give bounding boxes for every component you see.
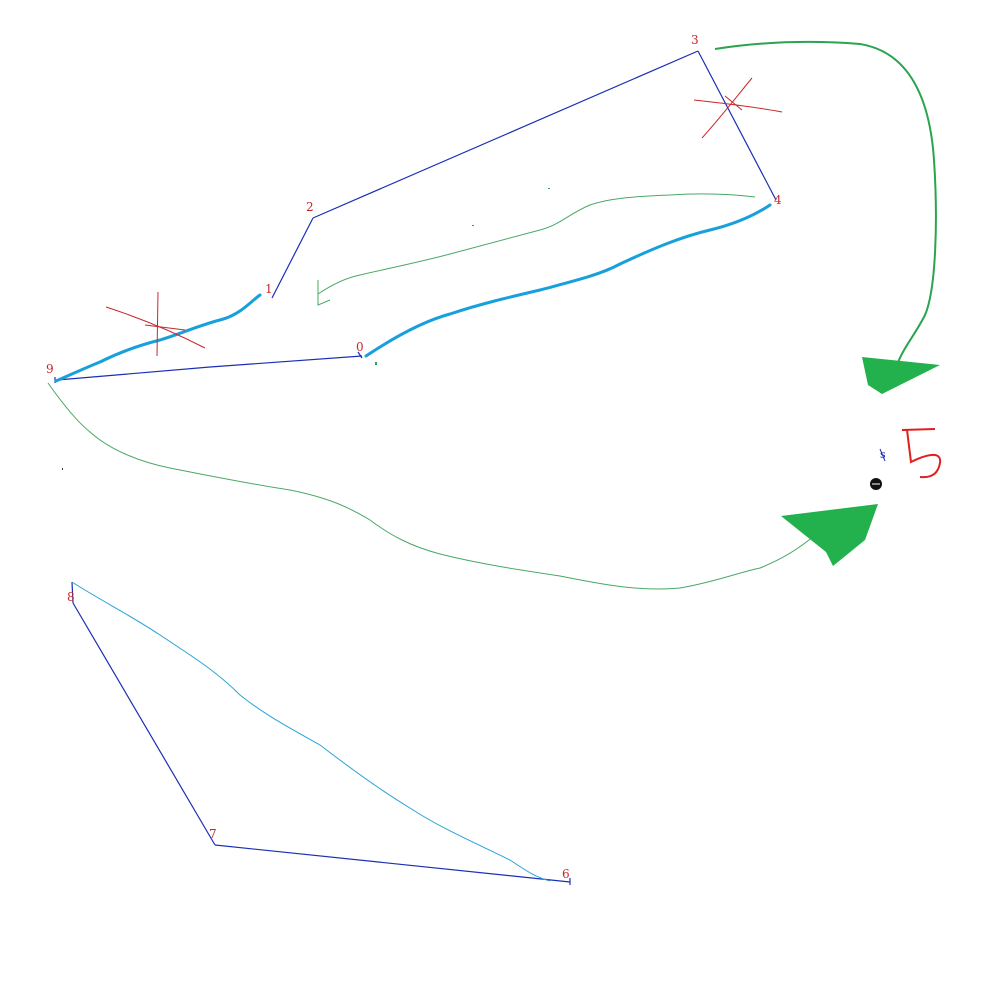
edge-7-6 [214,844,571,883]
vertex-labels: 0 1 2 3 4 6 7 8 9 [46,33,782,881]
vertex-0-tick [357,351,363,359]
small-blue-stroke [879,448,886,462]
vertex-label-6: 6 [562,867,570,881]
lower-polygon [71,581,571,885]
stray-specks [62,188,550,470]
vertex-label-9: 9 [46,362,54,376]
highlight-9-1 [54,293,262,383]
highlight-strokes [54,203,772,383]
green-inner-stroke [317,193,756,306]
red-cross-icon [693,77,783,139]
vertex-8-tick [71,581,74,604]
triangle-arrowhead-icon [862,357,940,394]
edge-1-2 [271,217,314,299]
small-s-label: s [880,448,886,461]
triangle-arrowhead-icon [781,504,878,566]
vertex-label-4: 4 [774,193,782,207]
vertex-label-8: 8 [67,590,75,604]
upper-polygon [54,50,777,383]
handwritten-5 [901,428,942,479]
vertex-label-3: 3 [691,33,699,47]
vertex-label-0: 0 [356,340,364,354]
edge-3-4 [697,50,777,201]
vertex-label-2: 2 [306,200,314,214]
green-arrow-lower [47,382,816,590]
green-arrow-right [714,40,937,366]
vertex-label-1: 1 [265,282,273,296]
edge-2-3 [312,50,699,219]
red-cross-icon [105,291,206,357]
edge-8-7 [72,602,216,846]
lightblue-return-stroke [71,581,551,882]
highlight-0-4 [364,203,772,358]
vertex-label-7: 7 [209,827,217,841]
edge-0-9 [56,355,363,381]
